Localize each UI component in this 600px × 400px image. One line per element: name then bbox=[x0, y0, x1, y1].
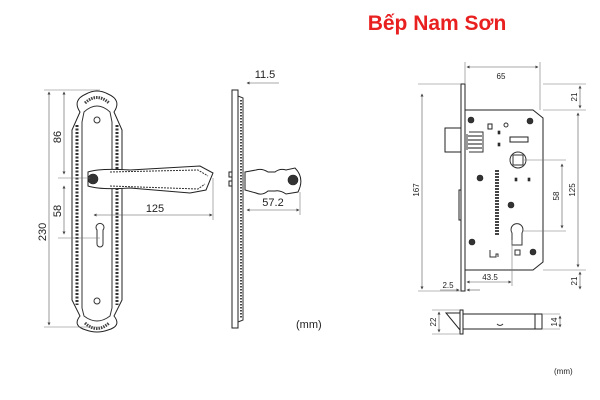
dim-faceplate: 2.5 bbox=[442, 281, 454, 290]
latch-bolt bbox=[444, 127, 462, 153]
dim-height: 167 bbox=[412, 183, 421, 197]
dim-top-margin: 21 bbox=[570, 92, 579, 101]
dim-bottom-margin: 21 bbox=[570, 276, 579, 285]
dim-total-height: 230 bbox=[37, 223, 49, 241]
dim-plate-thickness: 11.5 bbox=[255, 69, 276, 81]
dim-case-height: 125 bbox=[568, 183, 577, 197]
dim-handle-projection: 57.2 bbox=[262, 197, 283, 209]
dim-faceplate-width: 22 bbox=[429, 317, 438, 326]
unit-label-right: (mm) bbox=[554, 367, 573, 376]
unit-label-left: (mm) bbox=[296, 319, 322, 331]
screw-hole-bottom bbox=[93, 297, 101, 305]
dim-center-distance: 58 bbox=[552, 191, 561, 200]
dim-lower: 58 bbox=[52, 205, 64, 217]
dim-handle-length: 125 bbox=[146, 203, 164, 215]
lever-handle-front bbox=[87, 165, 214, 194]
lock-body bbox=[444, 83, 544, 292]
handle-plate-front bbox=[71, 90, 123, 333]
dim-upper: 86 bbox=[52, 131, 64, 143]
screw-hole-top bbox=[93, 116, 101, 124]
dim-body-thickness: 14 bbox=[550, 317, 559, 326]
brand-title: Bếp Nam Sơn bbox=[368, 12, 507, 35]
keyhole-icon bbox=[95, 222, 105, 248]
rosette-icon bbox=[87, 173, 99, 185]
lock-bottom-view: 22 14 bbox=[429, 309, 562, 335]
dim-backset: 43.5 bbox=[482, 273, 498, 282]
front-dimensions: 230 86 58 125 bbox=[37, 89, 214, 328]
cylinder-hole bbox=[510, 223, 524, 246]
handle-side-view bbox=[228, 89, 302, 329]
lock-dimensions: 65 167 21 125 58 21 43.5 2.5 bbox=[412, 62, 586, 292]
dim-width: 65 bbox=[497, 72, 506, 81]
side-dimensions: 11.5 57.2 bbox=[246, 69, 301, 215]
plate-ornament-beads bbox=[75, 96, 119, 330]
